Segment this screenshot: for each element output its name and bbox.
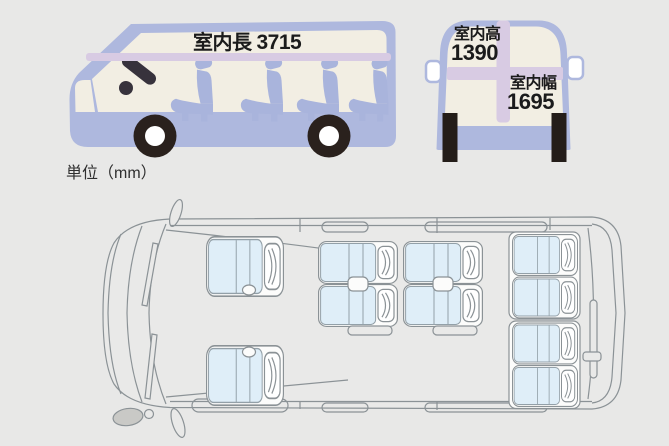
belt-anchor-passenger [241,284,257,296]
interior-length-value: 3715 [256,31,302,54]
rear-left-tire [442,113,458,162]
seat-rear-3 [512,322,578,365]
unit-note: 単位（mm） [66,165,157,182]
fender-mirror-base [143,408,155,420]
bench-foot-row3 [432,325,478,336]
right-mirror-icon [566,55,585,81]
side-view [69,21,396,158]
interior-width-value: 1695 [507,89,554,114]
rear-wiper-blade-icon [589,299,598,379]
interior-length-bar [86,53,391,61]
van-side-cabin [92,30,387,112]
armrest-row3 [432,276,454,292]
rear-wiper-arm-icon [582,351,602,362]
rear-inner-line [591,223,617,404]
interior-length-name: 室内長 [193,32,252,54]
rear-view [424,20,585,162]
seat-rear-4 [512,365,578,407]
front-wheel [133,114,177,158]
steering-wheel-icon [119,55,157,95]
bench-foot-row2 [347,325,393,336]
door-mirror-bottom-icon [170,408,186,438]
interior-height-value: 1390 [451,40,498,65]
front-bumper-line [107,233,122,395]
seat-rear-1 [512,234,578,276]
wiper-top-icon [141,242,159,307]
sliding-door-rail-top [424,221,548,233]
sliding-door-handle-bottom [321,402,369,413]
belt-anchor-driver [241,346,257,358]
interior-width-name: 室内幅 [510,75,557,92]
left-mirror-icon [424,59,443,84]
seat-rear-2 [512,276,578,319]
sliding-door-handle-top [321,221,369,233]
floor-plan [102,198,626,438]
interior-height-name: 室内高 [454,26,501,43]
interior-width-bar [447,67,563,80]
rear-right-tire [551,113,567,162]
wiper-bottom-icon [144,333,158,400]
armrest-row2 [347,276,369,292]
rear-wheel [307,114,351,158]
door-mirror-top-icon [168,198,184,228]
hood-line [126,225,143,403]
van-side-hood [75,80,95,112]
fender-mirror-icon [112,407,144,427]
